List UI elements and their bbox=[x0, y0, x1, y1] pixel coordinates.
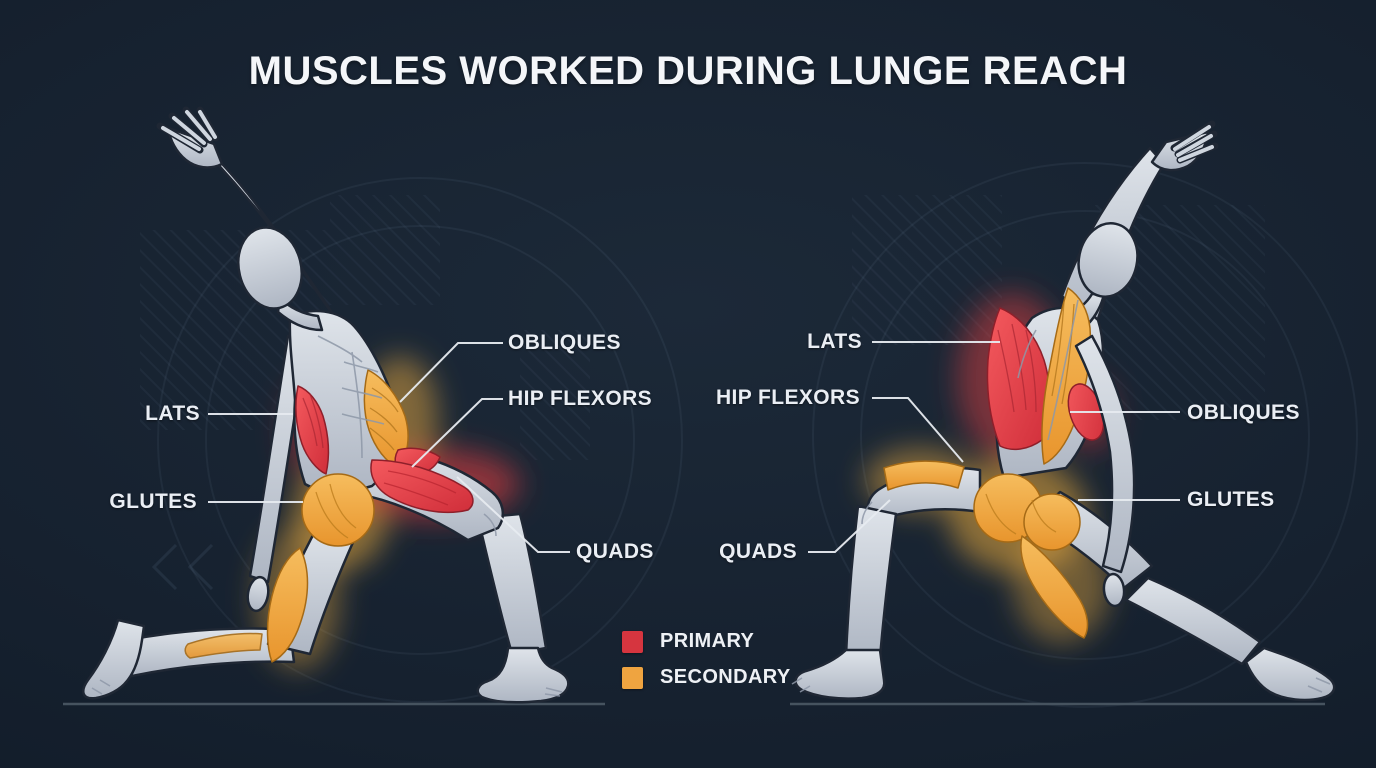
label-lats-left: LATS bbox=[145, 402, 200, 425]
neck bbox=[276, 296, 324, 332]
glutes-highlight-2 bbox=[1023, 493, 1081, 551]
front-shin bbox=[844, 504, 898, 660]
label-obliques-left: OBLIQUES bbox=[508, 331, 621, 354]
background-hatching bbox=[140, 195, 1265, 460]
label-hip-flexors-left: HIP FLEXORS bbox=[508, 387, 653, 410]
label-quads-right: QUADS bbox=[719, 540, 797, 563]
back-shin bbox=[1124, 576, 1262, 666]
lats-highlight bbox=[295, 385, 330, 475]
back-foot bbox=[82, 618, 146, 700]
legend-item-primary: PRIMARY bbox=[622, 630, 791, 653]
callout-line-quads-left bbox=[456, 476, 570, 553]
secondary-color-swatch bbox=[622, 666, 643, 689]
callout-lines bbox=[208, 341, 1180, 553]
front-foot bbox=[794, 648, 886, 700]
hanging-hand bbox=[246, 575, 270, 613]
front-foot bbox=[476, 646, 570, 704]
label-quads-left: QUADS bbox=[576, 540, 654, 563]
legend-secondary-label: SECONDARY bbox=[660, 666, 791, 688]
label-lats-right: LATS bbox=[807, 330, 862, 353]
head bbox=[237, 226, 303, 310]
hanging-arm bbox=[1074, 334, 1136, 574]
label-obliques-right: OBLIQUES bbox=[1187, 401, 1300, 424]
background-chevrons bbox=[151, 543, 214, 591]
legend-primary-label: PRIMARY bbox=[660, 630, 755, 652]
calf-highlight bbox=[184, 632, 263, 659]
label-glutes-left: GLUTES bbox=[109, 490, 197, 513]
lats-highlight bbox=[986, 307, 1051, 451]
glutes-highlight bbox=[301, 473, 375, 547]
reaching-hand bbox=[156, 106, 224, 169]
body-detail-lines bbox=[791, 299, 1331, 693]
callout-line-hip-flexors-left bbox=[411, 398, 503, 468]
front-shin bbox=[476, 512, 548, 656]
hamstring-highlight bbox=[1020, 535, 1089, 639]
figure-left-side-view bbox=[82, 106, 570, 704]
head bbox=[1077, 222, 1139, 298]
legend-item-secondary: SECONDARY bbox=[622, 666, 791, 689]
body-detail-lines bbox=[91, 335, 563, 697]
hanging-hand bbox=[1102, 572, 1126, 608]
page-title: MUSCLES WORKED DURING LUNGE REACH bbox=[248, 49, 1128, 93]
callout-line-quads-right bbox=[808, 499, 891, 553]
callout-line-obliques-left bbox=[399, 342, 503, 403]
label-glutes-right: GLUTES bbox=[1187, 488, 1275, 511]
legend: PRIMARY SECONDARY bbox=[622, 630, 791, 689]
hamstring-highlight bbox=[266, 547, 309, 663]
primary-color-swatch bbox=[622, 630, 643, 653]
label-hip-flexors-right: HIP FLEXORS bbox=[715, 386, 860, 409]
quads-highlight bbox=[883, 460, 965, 491]
callout-line-hip-flexors-right bbox=[872, 397, 964, 463]
reaching-hand bbox=[1150, 120, 1219, 172]
figure-right-back-view bbox=[791, 120, 1336, 702]
